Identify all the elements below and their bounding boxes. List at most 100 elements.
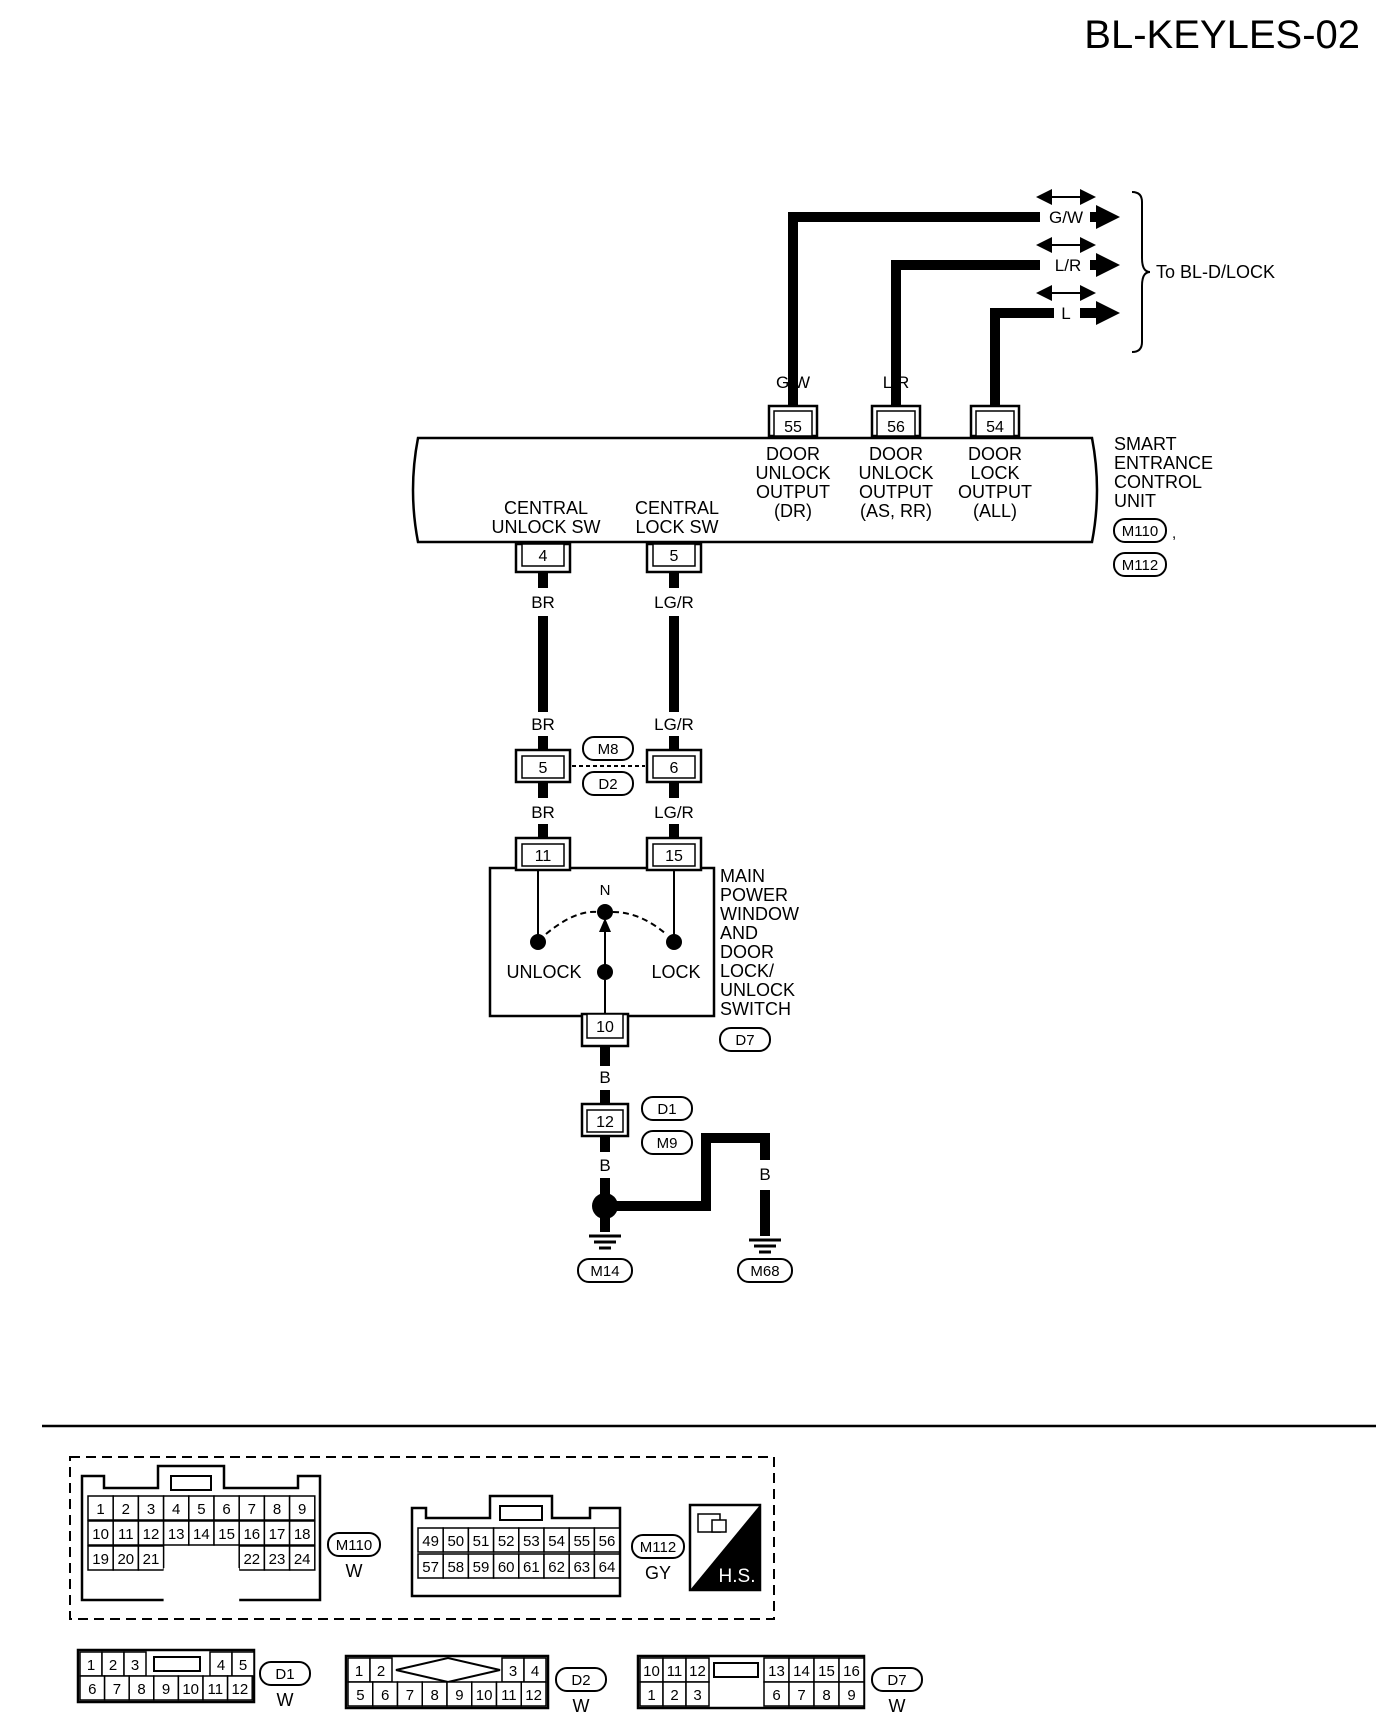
pin-number: 8: [430, 1687, 438, 1704]
ground-branch-b1: B: [700, 1165, 711, 1184]
pin-number: 12: [232, 1681, 249, 1698]
pin-cell: [347, 1681, 374, 1707]
label-54-l2: LOCK: [970, 463, 1019, 483]
label-5-l1: CENTRAL: [635, 498, 719, 518]
pin-cell: [788, 1681, 815, 1707]
pin-number: 1: [355, 1663, 363, 1680]
pin-number: 14: [193, 1526, 210, 1543]
unit-connector-m110: M110: [1122, 523, 1158, 540]
pin-cell: [263, 1545, 291, 1571]
wire-gw-path: [788, 212, 1098, 410]
pin-number: 15: [818, 1663, 835, 1680]
pin-number: 7: [406, 1687, 414, 1704]
pin-number: 2: [670, 1687, 678, 1704]
pin-number: 2: [377, 1663, 385, 1680]
pin-number: 9: [298, 1501, 306, 1518]
switch-name-l4: AND: [720, 923, 758, 943]
pin-number: 55: [573, 1533, 590, 1550]
pin-number: 57: [422, 1559, 439, 1576]
pin-cell: [593, 1527, 621, 1553]
pin-cell: [685, 1681, 710, 1707]
pin-number: 9: [455, 1687, 463, 1704]
arrow-right-icon: [1096, 301, 1120, 325]
pin-number: 13: [768, 1663, 785, 1680]
wire-br-upper: BR: [531, 593, 555, 612]
pin-cell: [467, 1553, 495, 1579]
connector-views-frame: [69, 1456, 775, 1620]
pin-cell: [417, 1527, 444, 1553]
pin-number: 5: [356, 1687, 364, 1704]
pin-number: 1: [96, 1501, 104, 1518]
switch-name-l8: SWITCH: [720, 999, 791, 1019]
pin-number: 13: [168, 1526, 185, 1543]
pin-number: 3: [693, 1687, 701, 1704]
switch-pin-15: 15: [665, 848, 683, 865]
pin-number: 22: [243, 1551, 260, 1568]
pin-cell: [417, 1553, 444, 1579]
pin-number: 11: [501, 1687, 517, 1704]
pin-54-label: 54: [986, 419, 1004, 436]
pin-number: 8: [822, 1687, 830, 1704]
arrow-right-icon: [1096, 205, 1120, 229]
switch-name-l3: WINDOW: [720, 904, 799, 924]
page-id: BL-KEYLES-02: [1084, 13, 1360, 57]
pin-55-label: 55: [784, 419, 802, 436]
terminal-54-wire: L: [990, 373, 999, 392]
destination-label: To BL-D/LOCK: [1156, 262, 1275, 282]
pin-cell: [238, 1520, 266, 1546]
main-power-window-switch: 11 15 N UNLOCK LOCK 10: [488, 836, 716, 1048]
ground-circuit: B 12 D1 M9 B B B M14 M68: [577, 1046, 793, 1283]
label-55-l3: OUTPUT: [756, 482, 830, 502]
wire-br-joint-below: BR: [531, 803, 555, 822]
wire-lgr-joint-below: LG/R: [654, 803, 694, 822]
unit-connector-m112: M112: [1122, 557, 1158, 574]
terminal-54: 54: [969, 404, 1021, 438]
pin-cell: [128, 1675, 155, 1701]
label-4-l2: UNLOCK SW: [491, 517, 600, 537]
dest-wire-lr: L/R: [1055, 256, 1081, 275]
label-54-l4: (ALL): [973, 501, 1017, 521]
pin-cell: [520, 1681, 547, 1707]
pin-number: 62: [548, 1559, 565, 1576]
joint-pin-6: 6: [670, 760, 679, 777]
switch-pin-11: 11: [535, 848, 552, 865]
pin-number: 11: [667, 1663, 683, 1680]
pin-number: 10: [182, 1681, 199, 1698]
unlock-contact: [530, 934, 546, 950]
joint-pin-5: 5: [539, 760, 548, 777]
pin-number: 3: [509, 1663, 517, 1680]
joint-name-m8: M8: [598, 741, 619, 758]
switch-arrow-icon: [599, 918, 611, 932]
pin-number: 50: [447, 1533, 464, 1550]
pin-number: 53: [523, 1533, 540, 1550]
output-wires: G/W L/R L To BL-D/LOCK: [788, 189, 1275, 410]
position-n: N: [600, 882, 611, 899]
pin-number: 49: [422, 1533, 439, 1550]
pin-cell: [226, 1675, 253, 1701]
pin-cell: [238, 1495, 266, 1521]
pin-number: 16: [843, 1663, 860, 1680]
wire-l-path: [990, 308, 1098, 410]
pin-number: 4: [172, 1501, 180, 1518]
cv-d1-color: W: [277, 1690, 294, 1710]
pin-cell: [763, 1681, 790, 1707]
pin-cell: [446, 1681, 473, 1707]
pin-number: 51: [473, 1533, 490, 1550]
pin-number: 61: [523, 1559, 540, 1576]
pin-number: 12: [689, 1663, 706, 1680]
pin-4-label: 4: [539, 548, 548, 565]
pin-number: 11: [208, 1681, 224, 1698]
pin-number: 12: [525, 1687, 542, 1704]
label-55-l1: DOOR: [766, 444, 820, 464]
pin-number: 2: [109, 1657, 117, 1674]
joint-name-d2: D2: [598, 776, 617, 793]
ground-point-m68: M68: [750, 1263, 779, 1280]
pin-number: 6: [772, 1687, 780, 1704]
neutral-contact: [597, 904, 613, 920]
pin-number: 16: [243, 1526, 260, 1543]
wire-br-joint-above: BR: [531, 715, 555, 734]
pin-cell: [492, 1527, 520, 1553]
